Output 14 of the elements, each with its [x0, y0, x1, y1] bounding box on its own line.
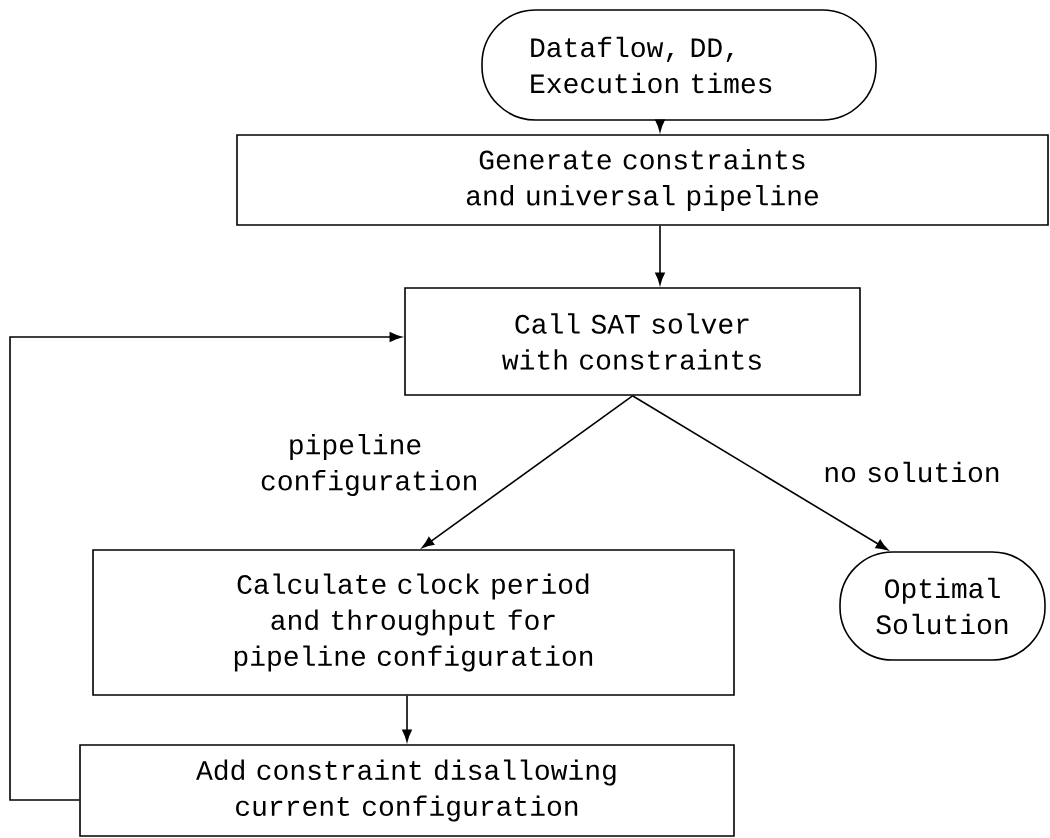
arrow	[9, 332, 402, 801]
edge-label: no solution	[815, 460, 1009, 484]
process-box: Calculate clock period and throughput for pipeline configuration	[92, 549, 735, 696]
arrow	[631, 395, 888, 551]
arrow	[402, 695, 412, 742]
terminal-box: Dataflow, DD, Execution times	[481, 9, 877, 121]
arrow	[421, 395, 634, 548]
process-box: Call SAT solver with constraints	[404, 287, 861, 396]
arrow	[655, 225, 665, 285]
edge-label: pipeline configuration	[258, 432, 476, 498]
process-box: Generate constraints and universal pipeline	[236, 134, 1049, 226]
process-box: Add constraint disallowing current configuration	[79, 744, 735, 837]
arrow	[655, 119, 665, 132]
terminal-box: Optimal Solution	[839, 551, 1046, 661]
